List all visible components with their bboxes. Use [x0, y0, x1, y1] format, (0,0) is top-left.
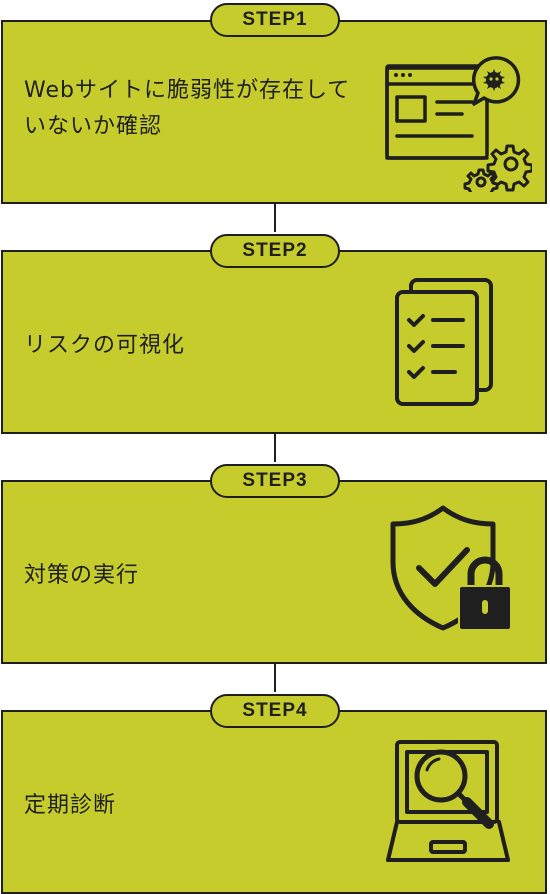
browser-bug-gear-icon	[385, 56, 532, 192]
connector-line	[274, 432, 276, 462]
step-3-box: 対策の実行	[1, 480, 547, 664]
checklist-documents-icon	[395, 278, 493, 406]
step-4-text: 定期診断	[24, 793, 117, 818]
step-1-pill: STEP1	[210, 3, 340, 37]
step-1-text: Webサイトに脆弱性が存在していないか確認	[24, 78, 351, 139]
step-2-pill: STEP2	[210, 234, 340, 268]
laptop-magnifier-icon	[386, 740, 510, 862]
step-1-box: Webサイトに脆弱性が存在していないか確認	[1, 20, 547, 204]
step-2-text: リスクの可視化	[24, 333, 186, 358]
step-4-pill: STEP4	[210, 694, 340, 728]
connector-line	[274, 202, 276, 232]
step-2-box: リスクの可視化	[1, 250, 547, 434]
step-3-text: 対策の実行	[24, 563, 140, 588]
step-4-box: 定期診断	[1, 710, 547, 894]
connector-line	[274, 662, 276, 692]
shield-check-lock-icon	[390, 505, 512, 631]
step-3-pill: STEP3	[210, 464, 340, 498]
